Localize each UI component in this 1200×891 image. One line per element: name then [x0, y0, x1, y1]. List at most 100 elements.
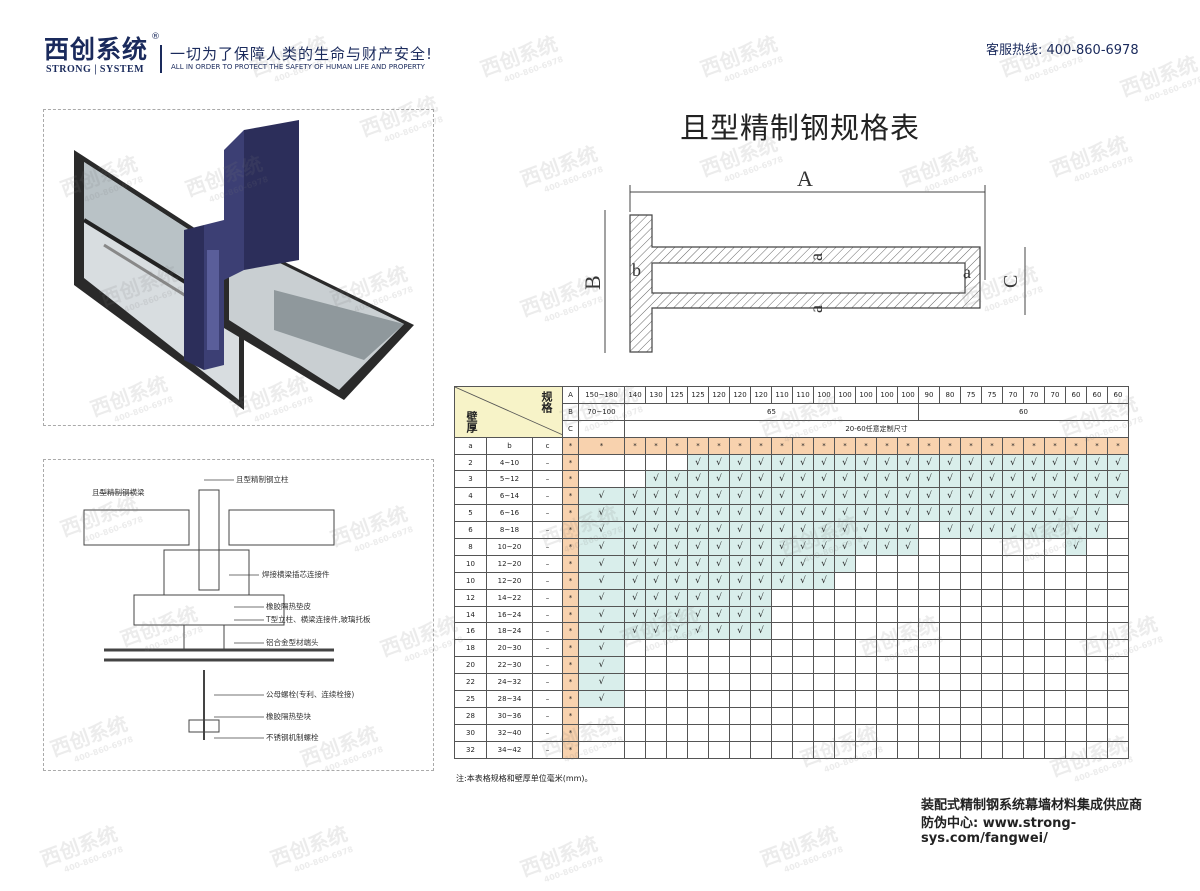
- empty-cell: [876, 571, 898, 590]
- check-cell: √: [708, 487, 730, 506]
- check-cell: √: [578, 622, 625, 641]
- cell-b: 24~32: [486, 673, 533, 692]
- empty-cell: [771, 639, 793, 658]
- empty-cell: [1065, 706, 1087, 725]
- cell-b: 30~36: [486, 706, 533, 725]
- empty-cell: [834, 723, 856, 742]
- empty-cell: [981, 605, 1003, 624]
- empty-cell: [960, 622, 982, 641]
- star-cell: *: [624, 436, 646, 455]
- spec-A-19: 70: [1002, 386, 1024, 404]
- empty-cell: [918, 571, 940, 590]
- check-cell: √: [771, 538, 793, 556]
- empty-cell: [729, 740, 751, 759]
- cell-b: 16~24: [486, 605, 533, 624]
- empty-cell: [897, 605, 919, 624]
- check-cell: √: [981, 521, 1003, 540]
- dim-label-C: C: [1000, 275, 1022, 288]
- empty-cell: [1107, 538, 1129, 556]
- empty-cell: [1002, 554, 1024, 573]
- star-cell: *: [562, 436, 579, 455]
- detail-label-rubber-block: 橡胶隔热垫块: [266, 712, 311, 721]
- empty-cell: [1044, 723, 1066, 742]
- spec-A-16: 80: [939, 386, 961, 404]
- check-cell: √: [708, 504, 730, 523]
- check-cell: √: [624, 605, 646, 624]
- star-cell: *: [1044, 436, 1066, 455]
- star-cell: *: [562, 588, 579, 607]
- empty-cell: [1044, 706, 1066, 725]
- cell-c: –: [532, 453, 563, 472]
- check-cell: √: [1086, 470, 1108, 489]
- check-cell: √: [666, 554, 688, 573]
- empty-cell: [708, 656, 730, 675]
- empty-cell: [750, 673, 772, 692]
- check-cell: √: [729, 504, 751, 523]
- check-cell: √: [666, 470, 688, 489]
- empty-cell: [939, 571, 961, 590]
- row-label-A: A: [562, 386, 579, 404]
- check-cell: √: [1107, 470, 1129, 489]
- check-cell: √: [813, 504, 835, 523]
- empty-cell: [645, 706, 667, 725]
- empty-cell: [813, 622, 835, 641]
- check-cell: √: [981, 453, 1003, 472]
- empty-cell: [750, 639, 772, 658]
- check-cell: √: [855, 538, 877, 556]
- check-cell: √: [578, 656, 625, 675]
- check-cell: √: [666, 538, 688, 556]
- cell-b: 12~20: [486, 554, 533, 573]
- check-cell: √: [708, 605, 730, 624]
- cell-b: 10~20: [486, 538, 533, 556]
- check-cell: √: [981, 487, 1003, 506]
- check-cell: √: [578, 521, 625, 540]
- empty-cell: [1107, 656, 1129, 675]
- empty-cell: [666, 656, 688, 675]
- star-cell: *: [960, 436, 982, 455]
- check-cell: √: [729, 521, 751, 540]
- check-cell: √: [578, 554, 625, 573]
- cell-b: 8~18: [486, 521, 533, 540]
- check-cell: √: [666, 487, 688, 506]
- empty-cell: [666, 639, 688, 658]
- check-cell: √: [624, 487, 646, 506]
- cell-b: 5~12: [486, 470, 533, 489]
- check-cell: √: [624, 538, 646, 556]
- check-cell: √: [897, 453, 919, 472]
- empty-cell: [771, 622, 793, 641]
- cell-a: 3: [454, 470, 487, 489]
- check-cell: √: [578, 588, 625, 607]
- empty-cell: [897, 690, 919, 708]
- check-cell: √: [578, 639, 625, 658]
- empty-cell: [876, 656, 898, 675]
- spec-A-13: 100: [876, 386, 898, 404]
- empty-cell: [960, 538, 982, 556]
- spec-B-1: 65: [624, 402, 919, 421]
- empty-cell: [1107, 588, 1129, 607]
- empty-cell: [666, 723, 688, 742]
- cell-b: 12~20: [486, 571, 533, 590]
- empty-cell: [729, 656, 751, 675]
- cell-c: –: [532, 656, 563, 675]
- check-cell: √: [729, 538, 751, 556]
- check-cell: √: [687, 622, 709, 641]
- check-cell: √: [813, 453, 835, 472]
- empty-cell: [666, 453, 688, 472]
- empty-cell: [687, 690, 709, 708]
- check-cell: √: [897, 487, 919, 506]
- empty-cell: [813, 605, 835, 624]
- cell-c: –: [532, 740, 563, 759]
- cell-b: 6~16: [486, 504, 533, 523]
- empty-cell: [645, 723, 667, 742]
- detail-drawing-panel: 且型精制钢立柱 且型精制钢横梁 焊接横梁插芯连接件 橡胶隔热垫皮 T型立柱、横梁…: [43, 459, 434, 771]
- empty-cell: [708, 690, 730, 708]
- empty-cell: [1065, 571, 1087, 590]
- star-cell: *: [729, 436, 751, 455]
- empty-cell: [1065, 639, 1087, 658]
- star-cell: *: [562, 740, 579, 759]
- empty-cell: [1044, 605, 1066, 624]
